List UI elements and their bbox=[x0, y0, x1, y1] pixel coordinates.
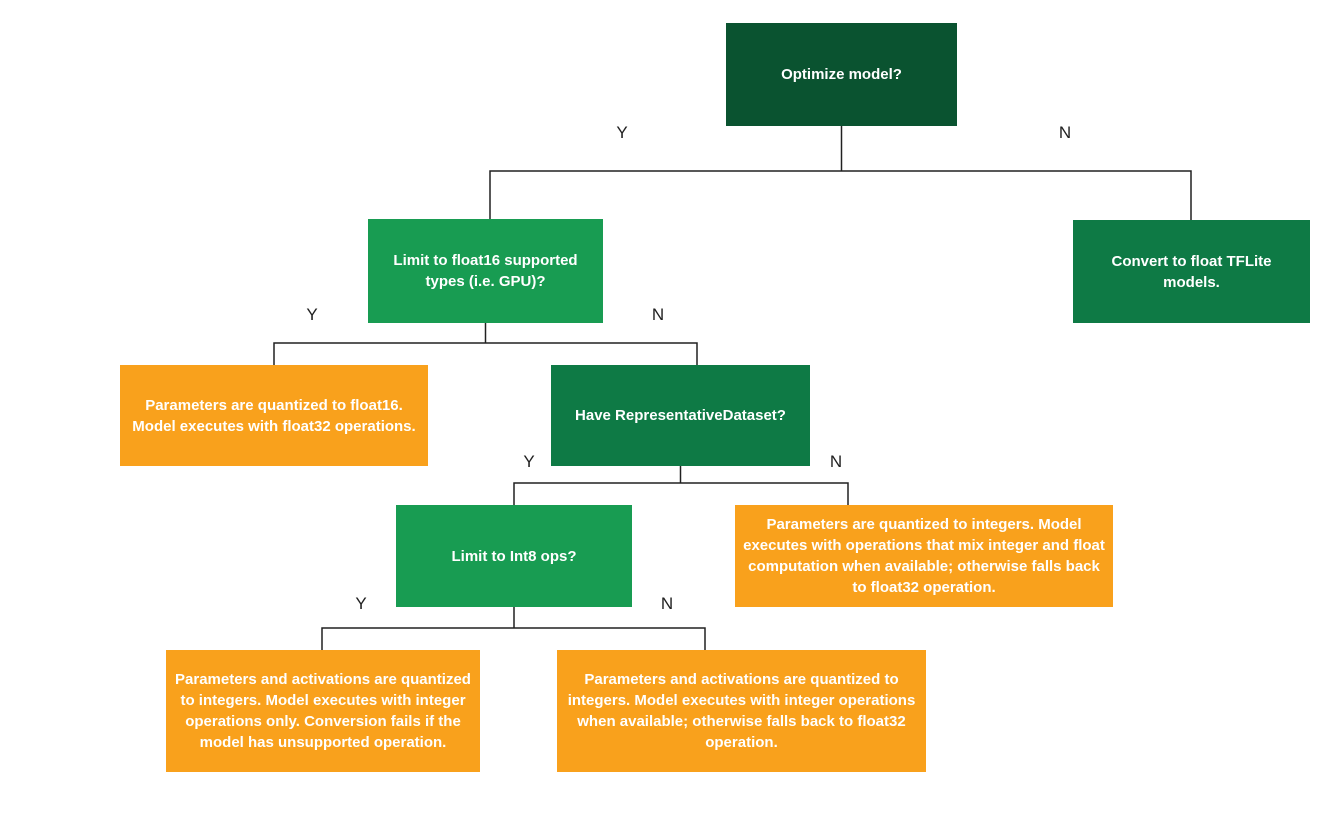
node-label: Convert to float TFLite models. bbox=[1111, 252, 1272, 291]
branch-label-float16-yes: Y bbox=[306, 305, 318, 324]
branch-label-float16-no: N bbox=[651, 305, 665, 324]
node-label: Optimize model? bbox=[781, 66, 902, 83]
node-have-representative-dataset: Have RepresentativeDataset? bbox=[551, 365, 810, 466]
node-label: Limit to float16 supported types (i.e. G… bbox=[393, 252, 578, 290]
branch-label-optimize-no: N bbox=[1058, 123, 1072, 142]
connector-int8-branches bbox=[321, 627, 706, 650]
connector-optimize-branches bbox=[489, 170, 1192, 220]
node-label: Parameters and activations are quantized… bbox=[567, 671, 916, 751]
node-label: Have RepresentativeDataset? bbox=[575, 407, 786, 424]
node-mixed-int-float-result: Parameters and activations are quantized… bbox=[557, 650, 926, 772]
node-float16-result: Parameters are quantized to float16. Mod… bbox=[120, 365, 428, 466]
connector-repdataset-branches bbox=[513, 482, 849, 505]
connector-float16-branches bbox=[273, 342, 698, 365]
node-label: Parameters are quantized to integers. Mo… bbox=[743, 516, 1105, 596]
node-int8-only-result: Parameters and activations are quantized… bbox=[166, 650, 480, 772]
branch-label-optimize-yes: Y bbox=[616, 123, 628, 142]
node-convert-float-tflite: Convert to float TFLite models. bbox=[1073, 220, 1310, 323]
node-dynamic-range-result: Parameters are quantized to integers. Mo… bbox=[735, 505, 1113, 607]
node-label: Limit to Int8 ops? bbox=[451, 547, 577, 565]
branch-label-repdataset-yes: Y bbox=[523, 452, 535, 471]
node-label: Parameters and activations are quantized… bbox=[175, 671, 471, 751]
node-optimize-model: Optimize model? bbox=[726, 23, 957, 126]
branch-label-repdataset-no: N bbox=[829, 452, 843, 471]
branch-label-int8-no: N bbox=[660, 594, 674, 613]
node-limit-int8-ops: Limit to Int8 ops? bbox=[396, 505, 632, 607]
node-limit-float16: Limit to float16 supported types (i.e. G… bbox=[368, 219, 603, 323]
node-label: Parameters are quantized to float16. Mod… bbox=[132, 396, 416, 435]
branch-label-int8-yes: Y bbox=[355, 594, 367, 613]
